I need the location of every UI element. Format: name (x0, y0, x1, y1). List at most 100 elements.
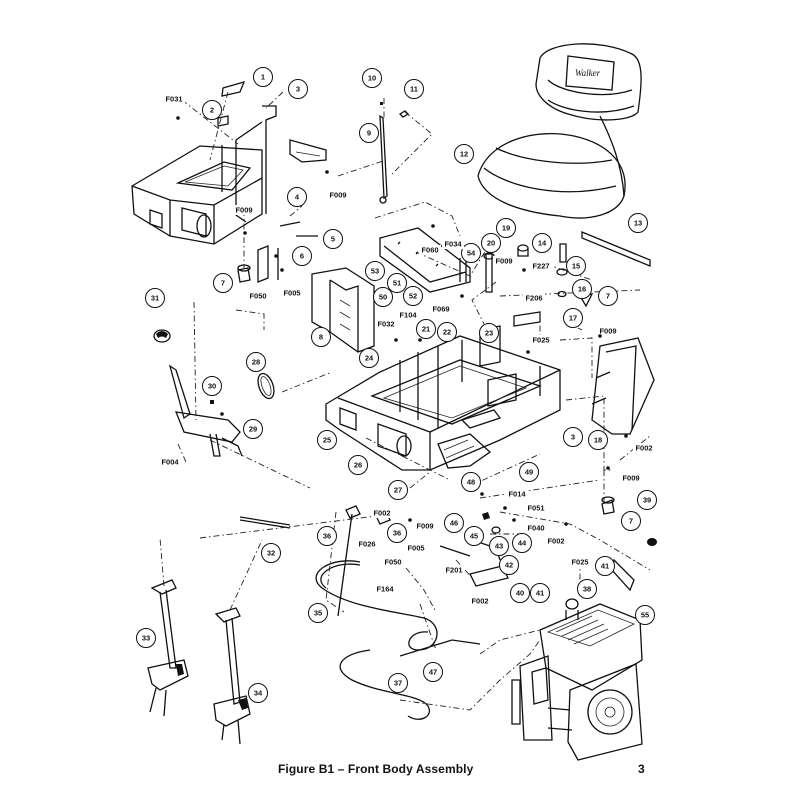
svg-text:F025: F025 (532, 336, 549, 345)
fastener-label-f009: F009 (620, 473, 642, 483)
callout-part-36b: 36 (387, 523, 407, 543)
svg-text:F002: F002 (547, 537, 564, 546)
fastener-dots (176, 116, 628, 526)
svg-text:F002: F002 (373, 509, 390, 518)
page-number: 3 (638, 762, 645, 776)
callout-part-37: 37 (388, 673, 408, 693)
grip-ring (257, 372, 275, 400)
svg-text:13: 13 (634, 219, 642, 228)
decal-parts (217, 81, 246, 127)
svg-text:33: 33 (142, 634, 150, 643)
svg-text:F009: F009 (416, 522, 433, 531)
callout-part-11: 11 (404, 79, 424, 99)
svg-text:41: 41 (601, 562, 609, 571)
svg-text:41: 41 (536, 589, 544, 598)
fastener-label-f004: F004 (159, 457, 181, 467)
svg-text:46: 46 (450, 519, 458, 528)
fastener-label-f025: F025 (530, 335, 552, 345)
callout-part-20: 20 (481, 233, 501, 253)
svg-text:45: 45 (470, 532, 478, 541)
fastener-label-f050: F050 (382, 557, 404, 567)
callout-part-26: 26 (348, 455, 368, 475)
choke-cable (339, 639, 481, 720)
svg-text:5: 5 (331, 235, 335, 244)
svg-text:20: 20 (487, 239, 495, 248)
svg-text:24: 24 (365, 354, 374, 363)
callout-part-36: 36 (317, 526, 337, 546)
throttle-cable (315, 560, 438, 651)
svg-text:25: 25 (323, 436, 331, 445)
fastener-label-f005: F005 (405, 543, 427, 553)
svg-text:27: 27 (394, 486, 402, 495)
callout-part-15: 15 (566, 256, 586, 276)
callout-part-54: 54 (461, 243, 481, 263)
callout-part-16: 16 (572, 279, 592, 299)
callout-part-51: 51 (387, 273, 407, 293)
callout-part-28: 28 (246, 352, 266, 372)
svg-text:37: 37 (394, 679, 402, 688)
callout-part-49: 49 (519, 462, 539, 482)
callout-part-13: 13 (628, 213, 648, 233)
svg-text:17: 17 (569, 314, 577, 323)
fastener-label-f040: F040 (525, 523, 547, 533)
svg-text:42: 42 (505, 561, 513, 570)
engine (511, 598, 643, 761)
callout-part-50: 50 (373, 287, 393, 307)
svg-text:40: 40 (516, 589, 524, 598)
svg-text:F026: F026 (358, 540, 375, 549)
callout-part-21: 21 (416, 319, 436, 339)
svg-text:21: 21 (422, 325, 430, 334)
svg-text:18: 18 (594, 436, 602, 445)
svg-text:14: 14 (538, 239, 547, 248)
callout-part-10: 10 (362, 68, 382, 88)
svg-text:39: 39 (643, 496, 651, 505)
svg-text:16: 16 (578, 285, 586, 294)
fastener-label-f051: F051 (525, 503, 547, 513)
fastener-label-f014: F014 (506, 489, 528, 499)
figure-caption: Figure B1 – Front Body Assembly (278, 762, 474, 776)
side-shield (591, 337, 655, 435)
svg-text:38: 38 (583, 585, 591, 594)
callout-part-12: 12 (454, 144, 474, 164)
fastener-label-f026: F026 (356, 539, 378, 549)
svg-text:6: 6 (300, 252, 304, 261)
fastener-label-f009: F009 (493, 256, 515, 266)
fastener-label-f009: F009 (233, 205, 255, 215)
svg-text:7: 7 (221, 279, 225, 288)
svg-text:4: 4 (295, 193, 300, 202)
fastener-label-f206: F206 (523, 293, 545, 303)
callout-part-1: 1 (253, 67, 273, 87)
callout-part-41b: 41 (595, 556, 615, 576)
callout-part-7: 7 (213, 273, 233, 293)
callout-part-41: 41 (530, 583, 550, 603)
svg-text:36: 36 (323, 532, 331, 541)
operator-seat: Walker (477, 43, 642, 219)
fastener-label-f227: F227 (530, 261, 552, 271)
svg-text:1: 1 (261, 73, 265, 82)
svg-text:F009: F009 (235, 206, 252, 215)
svg-text:3: 3 (571, 433, 575, 442)
fastener-label-f002: F002 (633, 443, 655, 453)
svg-text:30: 30 (208, 382, 216, 391)
svg-text:50: 50 (379, 293, 387, 302)
callout-part-31: 31 (145, 288, 165, 308)
svg-text:F069: F069 (432, 305, 449, 314)
svg-text:23: 23 (485, 329, 493, 338)
fastener-label-f031: F031 (163, 94, 185, 104)
fastener-label-f104: F104 (397, 310, 419, 320)
svg-text:52: 52 (409, 292, 417, 301)
svg-text:F227: F227 (532, 262, 549, 271)
svg-text:22: 22 (443, 328, 451, 337)
svg-text:3: 3 (296, 85, 300, 94)
svg-text:F009: F009 (329, 191, 346, 200)
svg-text:7: 7 (629, 517, 633, 526)
callout-part-18: 18 (588, 430, 608, 450)
svg-text:2: 2 (210, 106, 214, 115)
fastener-label-f201: F201 (443, 565, 465, 575)
callout-part-17: 17 (563, 308, 583, 328)
svg-text:F050: F050 (249, 292, 266, 301)
svg-text:F164: F164 (376, 585, 394, 594)
svg-text:44: 44 (518, 539, 527, 548)
svg-text:34: 34 (254, 689, 263, 698)
fastener-label-f005: F005 (281, 288, 303, 298)
